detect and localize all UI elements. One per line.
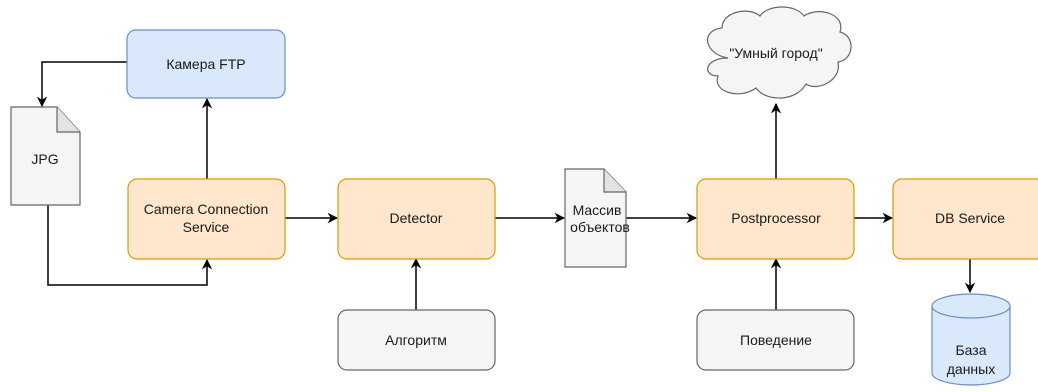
database-cylinder: База данных <box>931 293 1011 386</box>
camera-connection-service-label-line1: Camera Connection <box>144 201 269 217</box>
camera-connection-service-label-line2: Service <box>183 219 230 235</box>
detector-label: Detector <box>390 210 443 226</box>
smart-city-label: "Умный город" <box>729 45 822 61</box>
db-service-label: DB Service <box>935 210 1005 226</box>
objects-array-label-line1: Массив <box>573 202 622 218</box>
edge-jpg-to-connection-service <box>47 205 213 286</box>
objects-array-label-line2: объектов <box>570 219 630 235</box>
camera-connection-service-node: Camera Connection Service <box>127 178 286 260</box>
jpg-file-label: JPG <box>31 151 58 167</box>
database-label-line2: данных <box>947 361 995 377</box>
detector-node: Detector <box>337 178 496 260</box>
jpg-file-node: JPG <box>10 106 81 206</box>
postprocessor-label: Postprocessor <box>731 210 821 226</box>
smart-city-cloud: "Умный город" <box>706 6 852 99</box>
db-service-node: DB Service <box>892 178 1038 260</box>
algorithm-label: Алгоритм <box>385 332 447 348</box>
algorithm-node: Алгоритм <box>337 309 496 371</box>
edges <box>36 61 976 310</box>
behavior-label: Поведение <box>740 332 812 348</box>
edge-camera-ftp-to-jpg <box>36 61 127 108</box>
camera-ftp-node: Камера FTP <box>126 29 286 99</box>
behavior-node: Поведение <box>696 309 855 371</box>
database-label-line1: База <box>955 342 986 358</box>
camera-ftp-label: Камера FTP <box>166 56 245 72</box>
postprocessor-node: Postprocessor <box>696 178 855 260</box>
objects-array-node: Массив объектов <box>564 168 630 268</box>
